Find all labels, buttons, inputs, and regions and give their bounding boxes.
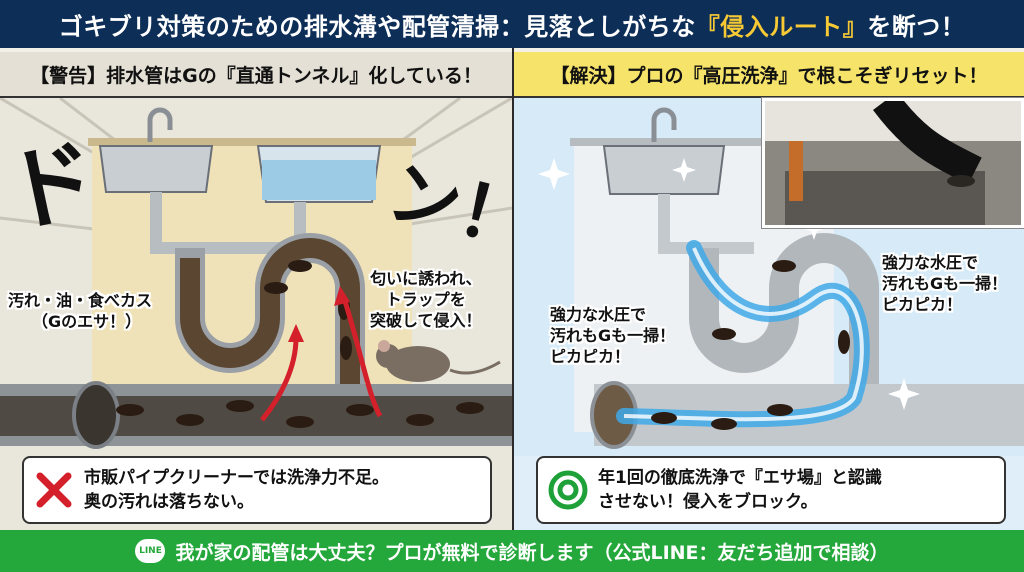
solution-caption-text: 年1回の徹底洗浄で『エサ場』と認識 させない！侵入をブロック。 (598, 466, 882, 514)
page-title: ゴキブリ対策のための排水溝や配管清掃：見落としがちな『侵入ルート』を断つ！ (0, 0, 1024, 48)
counter-top (88, 138, 416, 146)
line-cta-banner[interactable]: LINE 我が家の配管は大丈夫？プロが無料で診断します（公式LINE：友だち追加… (0, 530, 1024, 572)
solution-caption: 年1回の徹底洗浄で『エサ場』と認識 させない！侵入をブロック。 (536, 456, 1006, 524)
dirt-label: 汚れ・油・食べカス （Gのエサ！） (8, 290, 152, 332)
warning-caption: 市販パイプクリーナーでは洗浄力不足。 奥の汚れは落ちない。 (22, 456, 492, 524)
rat-icon (376, 340, 501, 382)
drain-pipe (658, 194, 754, 254)
sparkle-icons (538, 158, 920, 410)
water-jet-highlight (623, 247, 864, 422)
pressure-washing-photo (762, 98, 1024, 228)
photo-scene (765, 101, 1021, 225)
water-label-right-line-3: ピカピカ！ (882, 295, 963, 314)
smell-label-line-3: 突破して侵入！ (370, 311, 482, 330)
solution-caption-line-2: させない！侵入をブロック。 (598, 492, 818, 512)
warning-caption-line-1: 市販パイプクリーナーでは洗浄力不足。 (84, 468, 389, 488)
faucet-icon (651, 107, 677, 142)
warning-panel: 【警告】排水管はGの『直通トンネル』化している！ (0, 52, 512, 530)
line-badge-text: LINE (139, 546, 162, 556)
title-prefix: ゴキブリ対策のための排水溝や配管清掃：見落としがちな (58, 12, 696, 41)
sfx-do: ド (0, 126, 107, 247)
counter-top (570, 138, 838, 146)
faucet-icon (147, 107, 173, 142)
dirt-label-line-1: 汚れ・油・食べカス (8, 291, 153, 310)
trap-pipe (689, 233, 879, 398)
warning-caption-text: 市販パイプクリーナーでは洗浄力不足。 奥の汚れは落ちない。 (84, 466, 389, 514)
solution-header: 【解決】プロの『高圧洗浄』で根こそぎリセット！ (514, 52, 1024, 98)
warning-caption-line-2: 奥の汚れは落ちない。 (84, 492, 254, 512)
arrow-head-2 (334, 286, 350, 306)
title-highlight: 『侵入ルート』 (695, 12, 868, 41)
panel-divider (512, 48, 514, 530)
trap-dirt (180, 238, 360, 398)
pipe-opening (72, 381, 120, 449)
invasion-arrows (260, 297, 383, 422)
cleaning-pipe-illustration (514, 98, 1024, 456)
drain-pipe (150, 192, 306, 254)
smell-label: 匂いに誘われ、 トラップを 突破して侵入！ (370, 268, 482, 331)
water-label-right: 強力な水圧で 汚れもGも一掃！ ピカピカ！ (882, 252, 1007, 315)
dirt-label-line-2: （Gのエサ！） (32, 312, 142, 331)
cross-icon (24, 460, 84, 520)
cockroach-group (651, 260, 850, 430)
sink (602, 145, 726, 195)
smell-label-line-1: 匂いに誘われ、 (370, 269, 482, 288)
sink-left (98, 145, 214, 193)
water-label-left: 強力な水圧で 汚れもGも一掃！ ピカピカ！ (550, 304, 675, 367)
solution-caption-line-1: 年1回の徹底洗浄で『エサ場』と認識 (598, 468, 882, 488)
water-label-left-line-3: ピカピカ！ (550, 347, 631, 366)
water-label-right-line-2: 汚れもGも一掃！ (882, 274, 1008, 293)
line-app-icon: LINE (135, 539, 166, 563)
warning-header: 【警告】排水管はGの『直通トンネル』化している！ (0, 52, 512, 98)
footer-text: 我が家の配管は大丈夫？プロが無料で診断します（公式LINE：友だち追加で相談） (175, 541, 889, 564)
arrow-head-1 (288, 324, 304, 342)
water-label-left-line-1: 強力な水圧で (550, 305, 647, 324)
water-label-left-line-2: 汚れもGも一掃！ (550, 326, 676, 345)
water-label-right-line-1: 強力な水圧で (882, 253, 979, 272)
clogged-pipe-illustration: ド ン！ (0, 98, 512, 449)
solution-panel: 【解決】プロの『高圧洗浄』で根こそぎリセット！ (514, 52, 1024, 530)
double-circle-icon (538, 460, 598, 520)
smell-label-line-2: トラップを (385, 290, 466, 309)
title-suffix: を断つ！ (867, 12, 966, 41)
sink-water (262, 160, 376, 200)
